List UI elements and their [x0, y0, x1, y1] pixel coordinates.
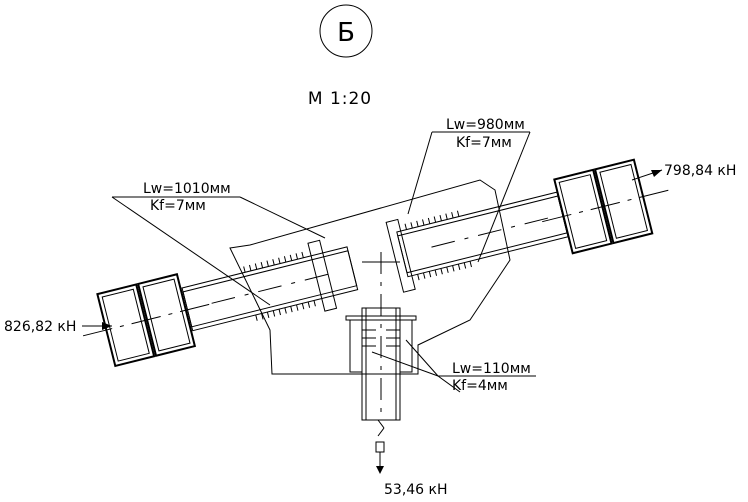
scale-label: М 1:20 — [308, 89, 372, 109]
force-right-arrow — [631, 169, 663, 181]
force-bottom-label: 53,46 кН — [384, 482, 448, 498]
section-mark: Б — [319, 4, 373, 58]
left-end-plates — [82, 273, 215, 368]
force-bottom-arrow — [375, 441, 385, 474]
weld-top-left-length: Lw=1010мм — [143, 181, 231, 197]
weld-callout-top-left: Lw=1010мм Kf=7мм — [111, 181, 326, 306]
right-end-plates — [542, 158, 669, 255]
section-mark-circle — [319, 4, 373, 58]
right-diagonal-member — [385, 191, 569, 293]
section-mark-label: Б — [337, 18, 355, 48]
force-left-arrow — [82, 322, 112, 330]
weld-top-right-length: Lw=980мм — [446, 117, 525, 133]
weld-top-left-leg: Kf=7мм — [150, 198, 206, 214]
weld-bottom-length: Lw=110мм — [452, 361, 531, 377]
left-gusset-plate — [229, 179, 511, 375]
left-diagonal-member — [181, 239, 359, 332]
force-left-label: 826,82 кН — [4, 319, 76, 335]
weld-top-right-leg: Kf=7мм — [456, 135, 512, 151]
weld-callout-bottom: Lw=110мм Kf=4мм — [371, 339, 536, 394]
weld-callout-top-right: Lw=980мм Kf=7мм — [407, 117, 531, 263]
force-right-label: 798,84 кН — [664, 163, 736, 179]
vertical-post — [345, 252, 417, 437]
weld-bottom-leg: Kf=4мм — [452, 378, 508, 394]
